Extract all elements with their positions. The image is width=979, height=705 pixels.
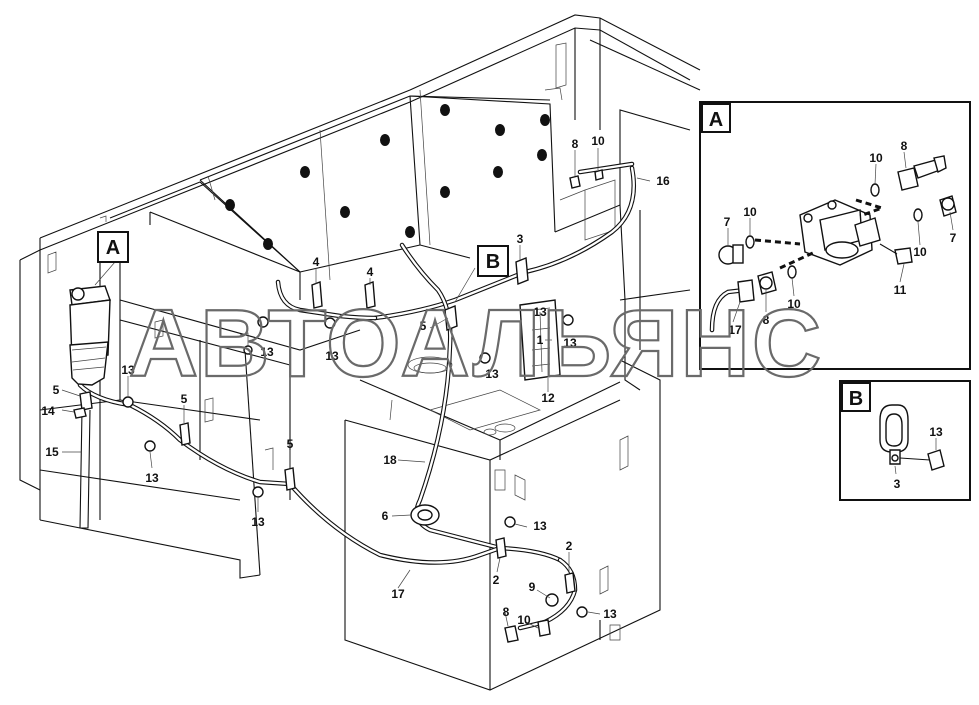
- leader-lines: [61, 148, 651, 629]
- part-label: 15: [45, 445, 59, 459]
- part-label: 9: [529, 580, 536, 594]
- part-label: 6: [382, 509, 389, 523]
- part-label: 5: [287, 437, 294, 451]
- part-label: 10: [591, 134, 605, 148]
- part-label: 2: [493, 573, 500, 587]
- svg-text:B: B: [849, 388, 863, 410]
- part-label: 3: [517, 232, 524, 246]
- detail-a-label: 8: [901, 139, 908, 153]
- part-label: 13: [260, 345, 274, 359]
- callout-A-marker: A: [97, 231, 129, 263]
- part-label: 2: [566, 539, 573, 553]
- part-label: 13: [603, 607, 617, 621]
- detail-a-label: 10: [913, 245, 927, 259]
- panel-holes: [225, 104, 550, 250]
- detail-a-label: 8: [763, 313, 770, 327]
- part-label: 4: [313, 255, 320, 269]
- part-label: 5: [53, 383, 60, 397]
- detail-b-label: 13: [929, 425, 943, 439]
- fuel-filter: [69, 285, 111, 386]
- part-label: 8: [572, 137, 579, 151]
- part-label: 13: [563, 336, 577, 350]
- part-label: 18: [383, 453, 397, 467]
- clamps: [79, 257, 576, 594]
- detail-a-label: 11: [894, 283, 907, 297]
- part-label: 13: [325, 349, 339, 363]
- hose-loop: [275, 279, 378, 321]
- detail-a-label: 7: [950, 231, 957, 245]
- hose-15: [79, 409, 91, 529]
- callout-B-marker: B: [477, 245, 509, 277]
- part-label: 5: [181, 392, 188, 406]
- part-label: 13: [485, 367, 499, 381]
- part-label: 10: [517, 613, 531, 627]
- watermark-text: АВТОАЛЬЯНС: [129, 290, 823, 397]
- detail-a-label: 7: [724, 215, 731, 229]
- bracket-12: [519, 299, 561, 381]
- part-label: 1: [537, 333, 544, 347]
- part-label: 14: [41, 404, 55, 418]
- part-label: 13: [145, 471, 159, 485]
- part-label: 4: [367, 265, 374, 279]
- detail-a-label: 10: [743, 205, 757, 219]
- detail-a-label: 10: [787, 297, 801, 311]
- part-label: 12: [541, 391, 555, 405]
- part-label: 8: [503, 605, 510, 619]
- detail-a-label: 17: [728, 323, 742, 337]
- detail-b-label: 3: [894, 477, 901, 491]
- detail-view-A: A: [699, 101, 971, 370]
- svg-text:A: A: [106, 237, 120, 259]
- detail-a-label: 10: [869, 151, 883, 165]
- svg-text:A: A: [709, 109, 723, 131]
- part-number-labels: 4 4 8 10 16 3 5 1 13 13 12 13 13 13 5 14…: [41, 134, 670, 627]
- svg-text:B: B: [486, 251, 500, 273]
- part-label: 13: [533, 305, 547, 319]
- part-label: 17: [391, 587, 405, 601]
- part-label: 16: [656, 174, 670, 188]
- grommet-6: [410, 504, 440, 526]
- part-label: 5: [420, 319, 427, 333]
- part-label: 13: [251, 515, 265, 529]
- bolts: [73, 169, 604, 643]
- detail-view-B: B 13 3: [839, 380, 971, 501]
- part-label: 13: [533, 519, 547, 533]
- frame-structure: [19, 14, 701, 691]
- part-label: 13: [121, 363, 135, 377]
